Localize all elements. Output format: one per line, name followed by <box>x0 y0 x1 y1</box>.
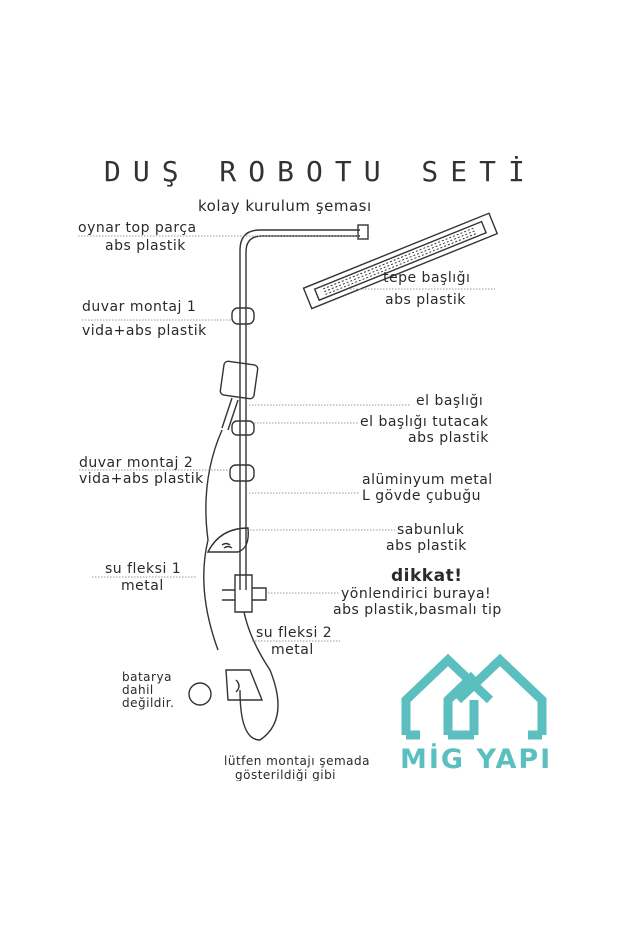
top-shower-head <box>302 212 499 310</box>
subtitle: kolay kurulum şeması <box>198 197 372 215</box>
ball-joint <box>357 224 369 240</box>
label-hose-1-material: metal <box>121 578 164 594</box>
wall-mount-1 <box>231 307 255 325</box>
diverter <box>222 574 267 613</box>
label-diverter: yönlendirici buraya! <box>341 586 492 602</box>
leader-lines <box>78 235 495 642</box>
soap-dish <box>206 527 249 553</box>
label-ball-joint: oynar top parça <box>78 220 197 236</box>
hand-shower-holder <box>231 420 255 436</box>
note-line-2: gösterildiği gibi <box>235 769 337 781</box>
note-line-1: lütfen montajı şemada <box>224 754 370 768</box>
label-soap-dish: sabunluk <box>397 522 465 538</box>
label-wall-mount-2-material: vida+abs plastik <box>79 471 204 487</box>
label-battery-3: değildir. <box>122 696 175 710</box>
page-title: DUŞ ROBOTU SETİ <box>104 155 537 188</box>
label-battery-2: dahil <box>122 683 154 697</box>
label-holder: el başlığı tutacak <box>360 414 489 430</box>
label-ball-joint-material: abs plastik <box>105 238 186 254</box>
hose-1 <box>203 429 223 651</box>
label-diverter-material: abs plastik,basmalı tip <box>333 602 502 618</box>
logo-text: MİG YAPI <box>400 744 553 775</box>
pole <box>239 229 360 590</box>
label-wall-mount-1-material: vida+abs plastik <box>82 323 207 339</box>
battery-circle <box>188 682 212 706</box>
label-hose-2: su fleksi 2 <box>256 625 333 641</box>
label-body-2: L gövde çubuğu <box>362 488 482 504</box>
label-wall-mount-1: duvar montaj 1 <box>82 299 197 315</box>
label-hose-2-material: metal <box>271 642 314 658</box>
hand-shower-head <box>219 360 259 400</box>
label-warning: dikkat! <box>391 566 463 586</box>
label-battery-1: batarya <box>122 670 172 684</box>
wall-mount-2 <box>229 464 255 482</box>
label-wall-mount-2: duvar montaj 2 <box>79 455 194 471</box>
label-body-1: alüminyum metal <box>362 472 493 488</box>
mig-yapi-logo <box>401 653 547 740</box>
hand-shower-handle <box>221 397 239 431</box>
label-top-head: tepe başlığı <box>383 270 471 286</box>
label-soap-dish-material: abs plastik <box>386 538 467 554</box>
hose-2 <box>239 611 279 741</box>
label-top-head-material: abs plastik <box>385 292 466 308</box>
label-holder-material: abs plastik <box>408 430 489 446</box>
faucet <box>225 669 264 701</box>
label-hose-1: su fleksi 1 <box>105 561 182 577</box>
label-hand-shower: el başlığı <box>416 393 484 409</box>
